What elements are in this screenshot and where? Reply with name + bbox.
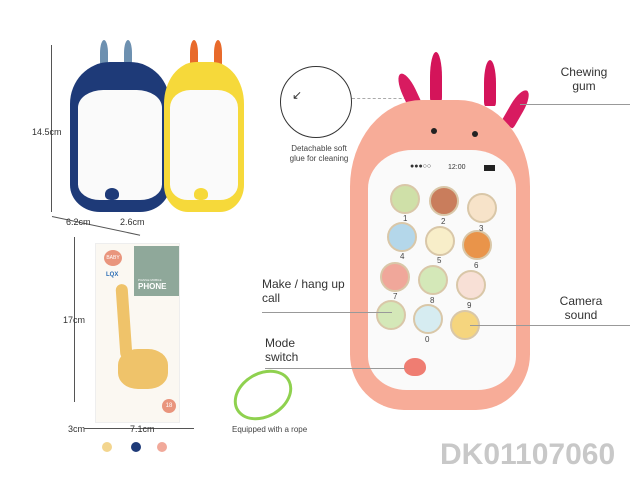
giraffe-body <box>118 349 168 389</box>
key-number: 1 <box>403 214 408 223</box>
key-3[interactable] <box>467 193 497 223</box>
key-number: 6 <box>474 261 479 270</box>
box-height-label: 17cm <box>63 315 86 325</box>
heart-button <box>194 188 208 200</box>
navy-horn <box>100 40 108 66</box>
key-7[interactable] <box>380 262 410 292</box>
key-9[interactable] <box>456 270 486 300</box>
key-number: 4 <box>400 252 405 261</box>
chewing-leader <box>520 104 630 105</box>
package-subtitle: PUZZLE MOBILE <box>138 278 162 282</box>
key-number: 7 <box>393 292 398 301</box>
package-box: BABY LQX PUZZLE MOBILE PHONE 18 <box>95 243 180 423</box>
width-label: 6.2cm <box>66 217 91 227</box>
key-2[interactable] <box>429 186 459 216</box>
height-label: 14.5cm <box>32 127 62 137</box>
heart-button <box>105 188 119 200</box>
key-number: 0 <box>425 335 430 344</box>
key-6[interactable] <box>462 230 492 260</box>
baby-badge: BABY <box>104 250 122 266</box>
signal-icon: ●●●○○ <box>410 163 432 170</box>
key-number: 9 <box>467 301 472 310</box>
orange-horn <box>214 40 222 66</box>
key-5[interactable] <box>425 226 455 256</box>
detachable-leader <box>352 98 412 99</box>
key-0[interactable] <box>413 304 443 334</box>
mode-switch-label: Mode switch <box>265 336 299 364</box>
product-code: DK01107060 <box>440 438 616 471</box>
chewing-gum-label: Chewing gum <box>560 65 608 93</box>
giraffe-neck <box>115 283 133 360</box>
package-header-panel <box>134 246 179 296</box>
package-title: PHONE <box>138 282 167 291</box>
call-label: Make / hang up call <box>262 277 345 305</box>
detachable-label: Detachable soft glue for cleaning <box>289 144 349 163</box>
magenta-horn <box>430 52 442 102</box>
battery-icon <box>484 165 495 171</box>
age-badge: 18 <box>162 399 176 413</box>
call-key[interactable] <box>376 300 406 330</box>
box-width-line <box>84 428 194 429</box>
key-4[interactable] <box>387 222 417 252</box>
magenta-horn <box>484 60 496 106</box>
mode-leader <box>265 368 405 369</box>
box-width-label: 7.1cm <box>130 424 155 434</box>
eye <box>472 131 478 137</box>
navy-horn <box>124 40 132 66</box>
detachable-inset-circle <box>280 66 352 138</box>
camera-leader <box>470 325 630 326</box>
color-swatch-navy[interactable] <box>131 442 141 452</box>
orange-horn <box>190 40 198 66</box>
rope-label: Equipped with a rope <box>232 425 308 434</box>
key-number: 8 <box>430 296 435 305</box>
color-swatch-yellow[interactable] <box>102 442 112 452</box>
mode-switch-heart-button[interactable] <box>404 358 426 376</box>
height-dimension-line <box>51 45 52 212</box>
yellow-phone-screen <box>170 90 238 200</box>
key-number: 3 <box>479 224 484 233</box>
box-height-line <box>74 237 75 402</box>
box-depth-label: 3cm <box>68 424 86 434</box>
depth-label: 2.6cm <box>120 217 145 227</box>
color-swatch-pink[interactable] <box>157 442 167 452</box>
key-number: 2 <box>441 217 446 226</box>
key-number: 5 <box>437 256 442 265</box>
key-8[interactable] <box>418 265 448 295</box>
eye <box>431 128 437 134</box>
arrow-icon: ↙ <box>292 88 303 102</box>
rope-image <box>224 359 302 431</box>
call-leader <box>262 312 392 313</box>
screen-time: 12:00 <box>448 164 466 171</box>
camera-sound-label: Camera sound <box>559 294 603 322</box>
brand-logo: LQX <box>106 272 119 278</box>
navy-phone-screen <box>78 90 162 200</box>
key-1[interactable] <box>390 184 420 214</box>
